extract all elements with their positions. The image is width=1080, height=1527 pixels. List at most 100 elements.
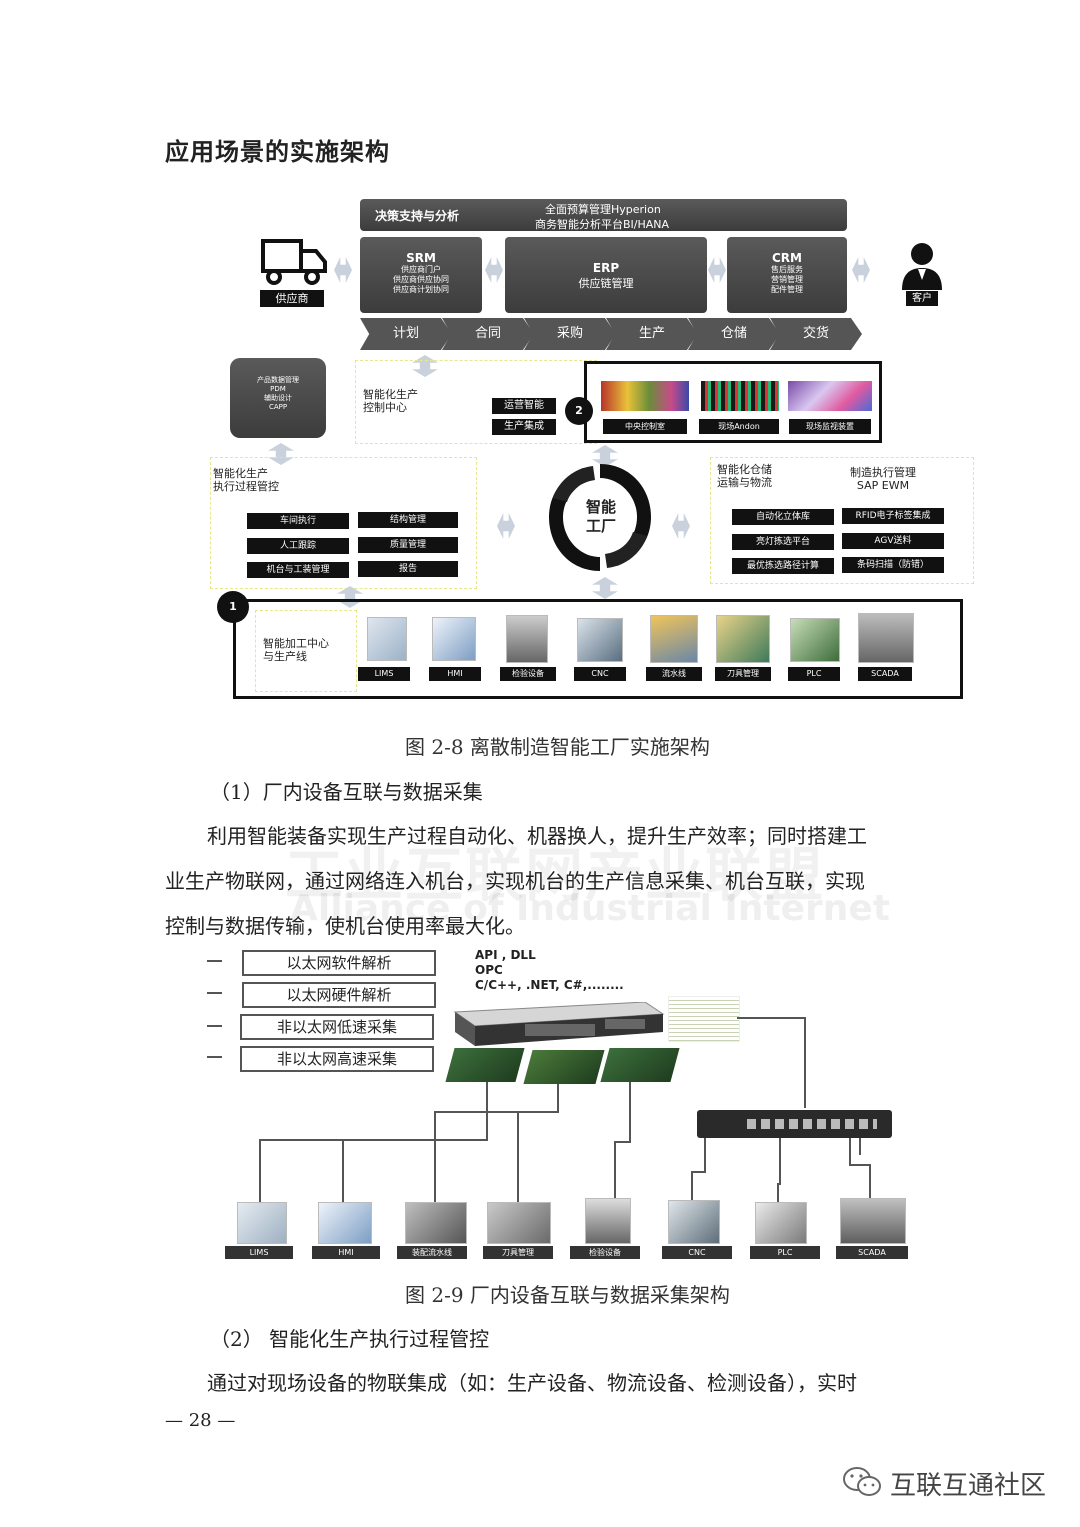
smart-factory-label: 智能 工厂 xyxy=(575,498,627,536)
section-heading: 应用场景的实施架构 xyxy=(165,132,390,167)
production-integration: 生产集成 xyxy=(492,419,556,435)
figure-2-9-caption: 图 2-9 厂内设备互联与数据采集架构 xyxy=(405,1279,730,1308)
center-line-arrow xyxy=(592,577,618,599)
figure-2-8: 决策支持与分析 全面预算管理Hyperion 商务智能分析平台BI/HANA 供… xyxy=(210,195,975,705)
inspection-image xyxy=(585,1198,631,1244)
cnc-image xyxy=(668,1200,720,1244)
production-line-title: 智能加工中心 与生产线 xyxy=(263,637,329,663)
warehouse-title-line: 智能化仓储 xyxy=(717,463,772,476)
brand-name: 互联互通社区 xyxy=(890,1465,1046,1502)
step-purchase: 采购 xyxy=(524,318,616,350)
smart-factory-line: 智能 xyxy=(575,498,627,517)
page-number: — 28 — xyxy=(165,1410,235,1431)
supplier-arrow xyxy=(334,257,352,283)
crm-customer-arrow xyxy=(852,257,870,283)
bi-hana-label: 商务智能分析平台BI/HANA xyxy=(535,216,669,232)
exec-item: 报告 xyxy=(358,561,458,577)
pdm-line: PDM xyxy=(230,385,326,394)
hyperion-label: 全面预算管理Hyperion xyxy=(545,201,661,217)
exec-item: 机台与工装管理 xyxy=(247,562,349,578)
crm-item: 营销管理 xyxy=(727,275,847,285)
execution-title-line: 智能化生产 xyxy=(213,467,279,480)
crm-item: 配件管理 xyxy=(727,285,847,295)
plc-image xyxy=(755,1202,807,1244)
ewm-title-line: SAP EWM xyxy=(850,479,916,492)
device-label: PLC xyxy=(788,667,840,681)
figure-2-9: 以太网软件解析 以太网硬件解析 非以太网低速采集 非以太网高速采集 API , … xyxy=(200,940,930,1270)
step-delivery: 交货 xyxy=(770,318,862,350)
badge-1: 1 xyxy=(217,591,249,623)
step-warehouse: 仓储 xyxy=(688,318,780,350)
lims-image xyxy=(237,1202,287,1244)
inspection-image xyxy=(506,615,548,663)
exec-item: 质量管理 xyxy=(358,537,458,553)
step-plan: 计划 xyxy=(360,318,452,350)
ops-intelligence: 运营智能 xyxy=(492,398,556,414)
device-label: PLC xyxy=(750,1246,820,1259)
hmi-image xyxy=(432,617,476,661)
erp-box: ERP 供应链管理 xyxy=(505,237,707,313)
pdm-line: 产品数据管理 xyxy=(230,376,326,385)
paragraph-line: 利用智能装备实现生产过程自动化、机器换人，提升生产效率；同时搭建工 xyxy=(207,820,867,849)
pdm-line: 辅助设计 xyxy=(230,394,326,403)
subheading-2: （2） 智能化生产执行过程管控 xyxy=(210,1323,489,1352)
cnc-image xyxy=(577,618,623,662)
wechat-icon xyxy=(842,1465,882,1499)
ewm-title-line: 制造执行管理 xyxy=(850,466,916,479)
decision-support-bar: 决策支持与分析 全面预算管理Hyperion 商务智能分析平台BI/HANA xyxy=(360,199,847,231)
wh-item: 亮灯拣选平台 xyxy=(732,534,834,550)
network-wiring xyxy=(200,940,930,1270)
device-label: CNC xyxy=(662,1246,732,1259)
subheading-1: （1）厂内设备互联与数据采集 xyxy=(210,776,483,805)
customer-person-icon xyxy=(900,240,944,290)
plc-image xyxy=(790,618,840,662)
execution-title: 智能化生产 执行过程管控 xyxy=(213,467,279,493)
screen-label: 现场监视装置 xyxy=(789,419,871,434)
hmi-image xyxy=(318,1202,372,1244)
paragraph-line: 业生产物联网，通过网络连入机台，实现机台的生产信息采集、机台互联，实现 xyxy=(165,865,865,894)
erp-title: ERP xyxy=(505,261,707,275)
device-label: CNC xyxy=(574,667,626,681)
ewm-title: 制造执行管理 SAP EWM xyxy=(850,466,916,492)
control-center-line: 智能化生产 xyxy=(363,388,418,401)
screen-label: 中央控制室 xyxy=(603,419,687,434)
control-center-line: 控制中心 xyxy=(363,401,418,414)
crm-title: CRM xyxy=(727,251,847,265)
warehouse-title-line: 运输与物流 xyxy=(717,476,772,489)
production-line-title-line: 与生产线 xyxy=(263,650,329,663)
scada-image xyxy=(840,1198,906,1244)
device-label: 检验设备 xyxy=(570,1246,640,1259)
wh-item: 最优拣选路径计算 xyxy=(732,558,834,574)
pdm-box: 产品数据管理 PDM 辅助设计 CAPP xyxy=(230,358,326,438)
srm-item: 供应商计划协同 xyxy=(360,285,482,295)
device-label: LIMS xyxy=(225,1246,293,1259)
exec-item: 结构管理 xyxy=(358,512,458,528)
control-center-title: 智能化生产 控制中心 xyxy=(363,388,418,414)
customer-label: 客户 xyxy=(906,291,938,306)
monitor-screen xyxy=(788,381,872,411)
exec-item: 人工跟踪 xyxy=(247,538,349,554)
device-label: HMI xyxy=(429,667,481,681)
execution-title-line: 执行过程管控 xyxy=(213,480,279,493)
screen-label: 现场Andon xyxy=(699,419,779,434)
srm-erp-arrow xyxy=(485,257,503,283)
device-label: 装配流水线 xyxy=(397,1246,467,1259)
figure-2-8-caption: 图 2-8 离散制造智能工厂实施架构 xyxy=(405,731,710,760)
srm-box: SRM 供应商门户 供应商供应协同 供应商计划协同 xyxy=(360,237,482,313)
warehouse-title: 智能化仓储 运输与物流 xyxy=(717,463,772,489)
central-control-screen xyxy=(601,381,689,411)
center-wh-arrow xyxy=(672,513,690,539)
crm-box: CRM 售后服务 营销管理 配件管理 xyxy=(727,237,847,313)
srm-title: SRM xyxy=(360,251,482,265)
wh-item: AGV送料 xyxy=(842,533,944,549)
device-label: SCADA xyxy=(836,1246,908,1259)
badge-2: 2 xyxy=(565,397,593,425)
wh-item: 自动化立体库 xyxy=(732,509,834,525)
tool-management-image xyxy=(716,615,770,663)
crm-item: 售后服务 xyxy=(727,265,847,275)
wh-item: 条码扫描（防错） xyxy=(842,557,944,573)
assembly-line-image xyxy=(405,1202,467,1244)
device-label: 流水线 xyxy=(646,667,702,681)
supplier-label: 供应商 xyxy=(260,290,324,307)
device-label: 检验设备 xyxy=(500,667,556,681)
